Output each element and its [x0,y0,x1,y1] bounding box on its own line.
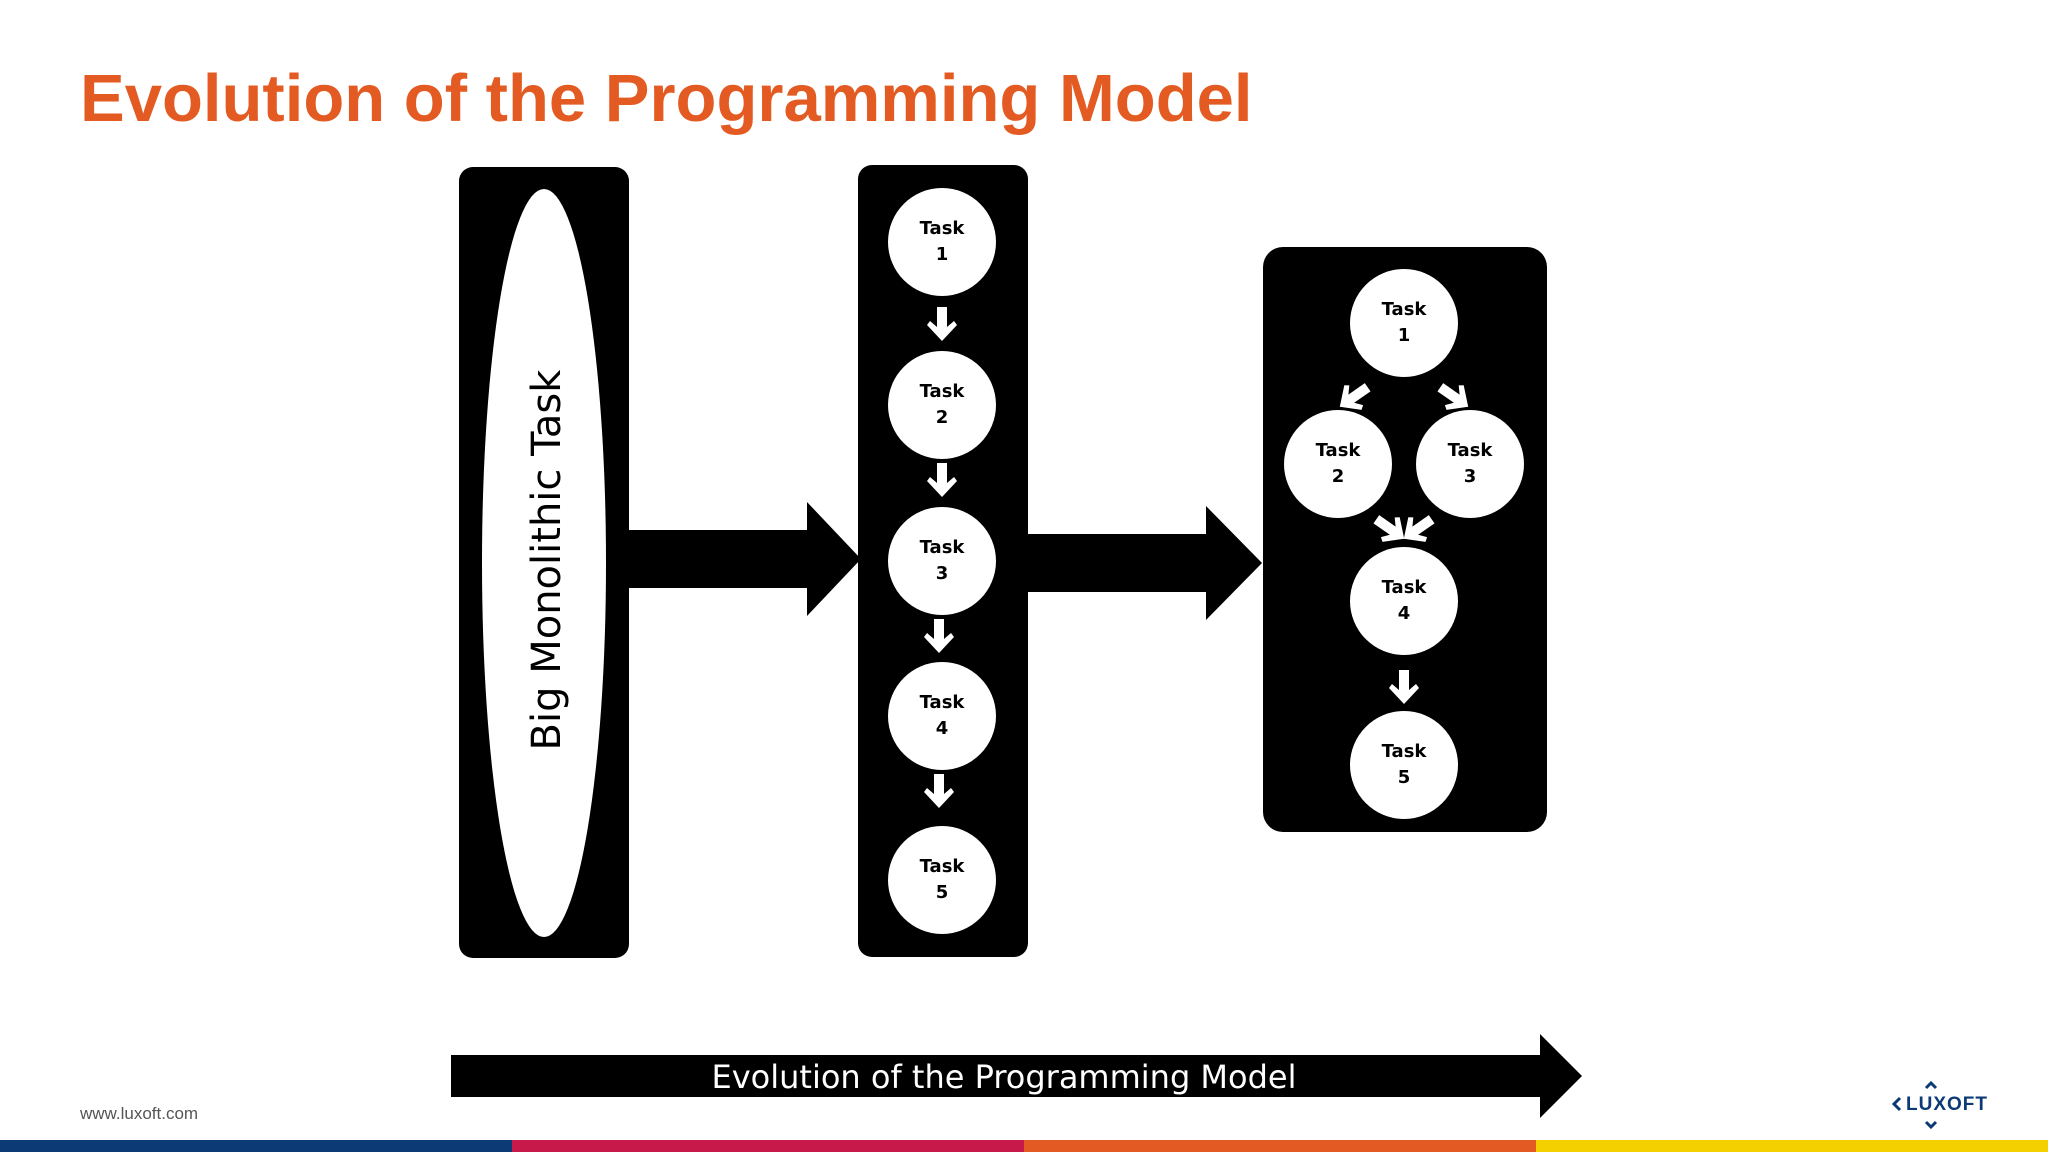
seq-task-5-word: Task [920,856,966,877]
seq-task-4-word: Task [920,692,966,713]
seq-task-3-word: Task [920,537,966,558]
seq-node-2: Task 2 [888,351,996,459]
slide-title: Evolution of the Programming Model [80,61,1253,136]
seq-node-4: Task 4 [888,662,996,770]
par-task-1-num: 1 [1398,325,1411,346]
seq-node-3: Task 3 [888,507,996,615]
brand-bar-segment [512,1140,1024,1152]
parallel-panel [1263,247,1547,832]
brand-color-bar [0,1140,2048,1152]
monolith-label: Big Monolithic Task [524,369,570,751]
brand-bar-segment [1024,1140,1536,1152]
logo-text: LUXOFT [1906,1094,1988,1115]
seq-task-5-num: 5 [936,882,949,903]
par-node-1: Task 1 [1350,269,1458,377]
seq-node-1: Task 1 [888,188,996,296]
seq-task-1-num: 1 [936,244,949,265]
par-node-3: Task 3 [1416,410,1524,518]
par-task-2-num: 2 [1332,466,1345,487]
par-task-4-word: Task [1382,577,1428,598]
par-task-5-word: Task [1382,741,1428,762]
brand-bar-segment [0,1140,512,1152]
seq-task-3-num: 3 [936,563,949,584]
footer-url[interactable]: www.luxoft.com [80,1104,199,1123]
seq-node-5: Task 5 [888,826,996,934]
par-node-4: Task 4 [1350,547,1458,655]
par-task-3-num: 3 [1464,466,1477,487]
par-node-5: Task 5 [1350,711,1458,819]
luxoft-chevrons-icon [1891,1080,1938,1130]
par-task-3-word: Task [1448,440,1494,461]
seq-task-1-word: Task [920,218,966,239]
seq-task-2-num: 2 [936,407,949,428]
par-task-4-num: 4 [1398,603,1411,624]
par-task-1-word: Task [1382,299,1428,320]
par-task-2-word: Task [1316,440,1362,461]
timeline-arrow [451,1034,1582,1118]
luxoft-logo[interactable]: LUXOFT [1888,1076,2004,1134]
seq-task-4-num: 4 [936,718,949,739]
transition-arrow-2 [1028,506,1262,620]
par-node-2: Task 2 [1284,410,1392,518]
par-task-5-num: 5 [1398,767,1411,788]
monolith-ellipse [482,189,606,937]
transition-arrow-1 [629,502,861,616]
brand-bar-segment [1536,1140,2048,1152]
timeline-label: Evolution of the Programming Model [712,1058,1297,1096]
seq-task-2-word: Task [920,381,966,402]
